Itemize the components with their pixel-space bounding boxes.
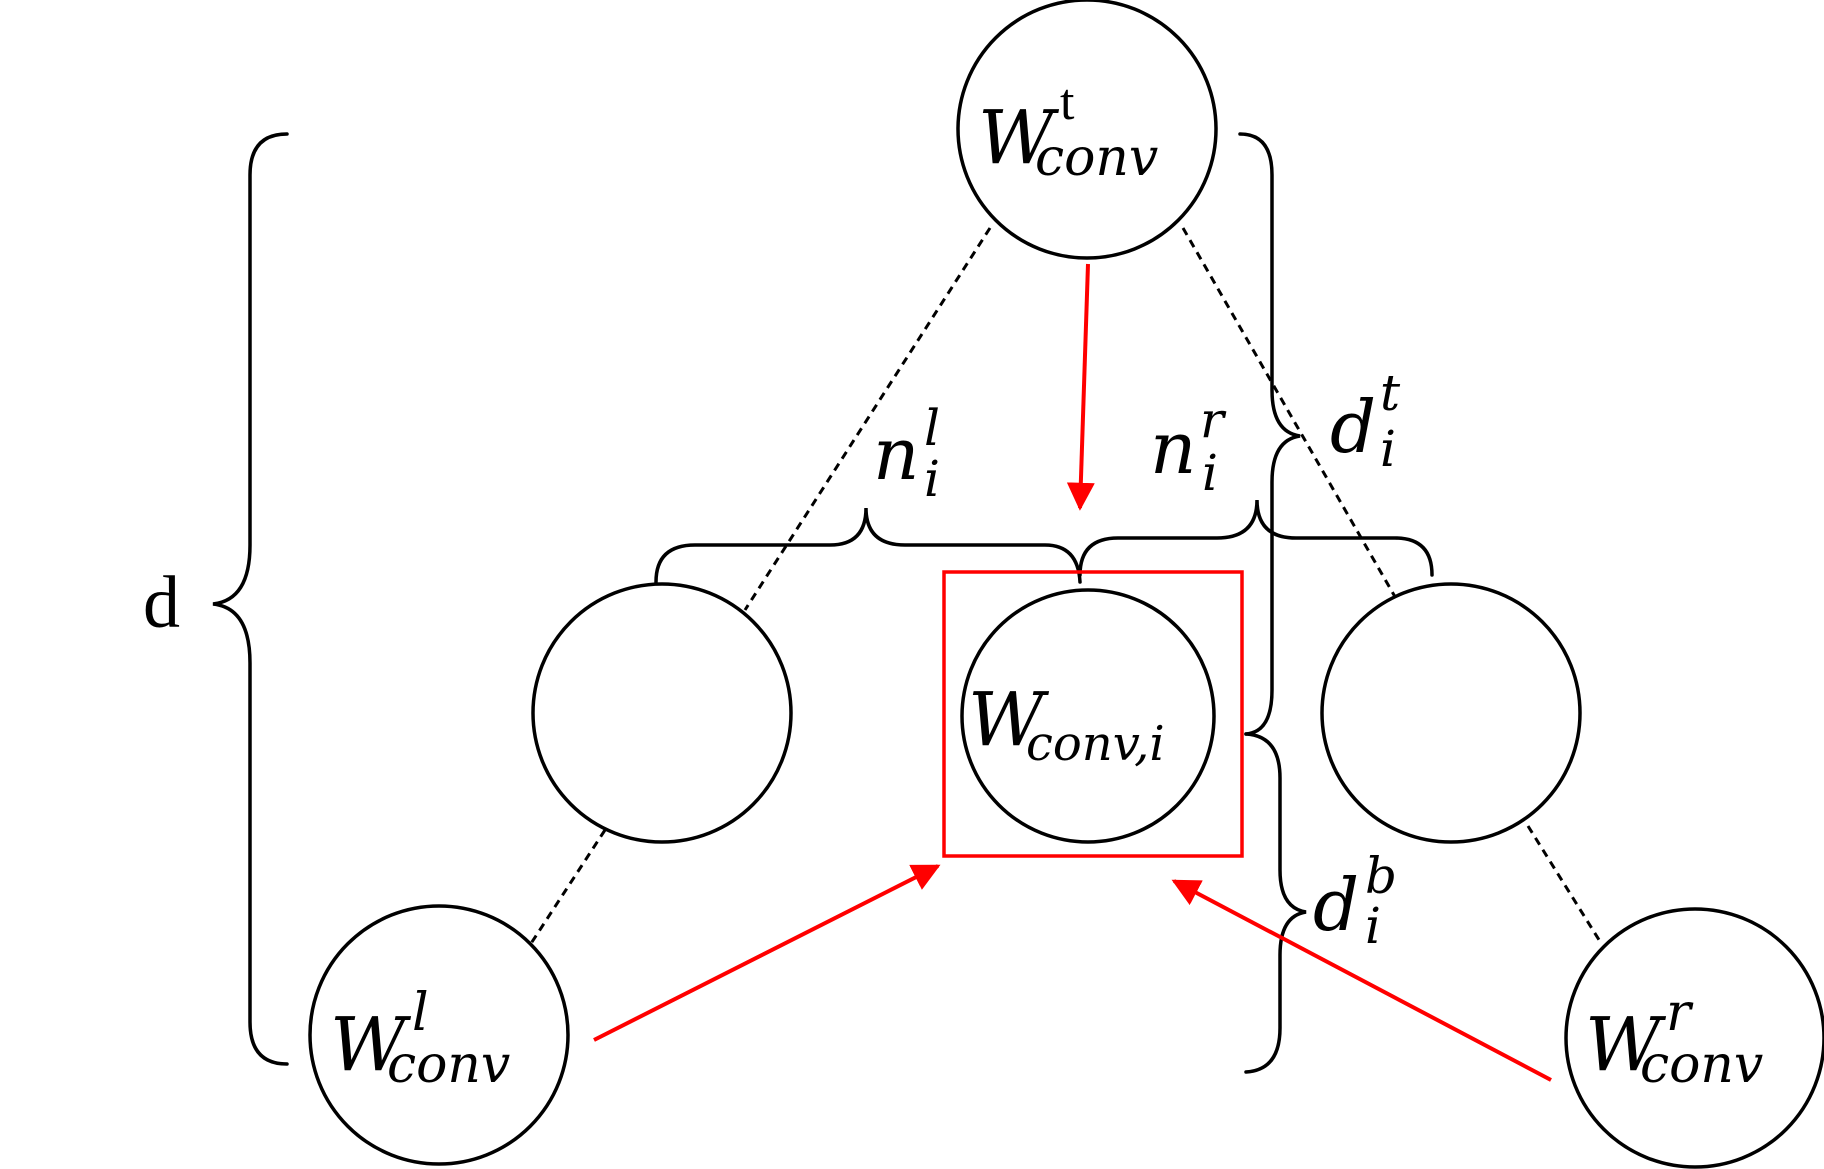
label-bottom-right-sup: r	[1666, 983, 1694, 1043]
node-center	[960, 588, 1216, 844]
label-top-sup: t	[1060, 74, 1075, 131]
node-bottom-right	[1564, 907, 1824, 1169]
label-n-right-sup: r	[1200, 391, 1227, 449]
arrow-bottom-left-to-center	[593, 864, 941, 1042]
node-bottom-left	[308, 904, 570, 1166]
arrow-bottom-right-to-center	[1171, 879, 1552, 1082]
label-n-left-sup: l	[924, 399, 940, 457]
label-center: W	[968, 677, 1050, 763]
label-top: W	[978, 95, 1060, 181]
depth-brace	[212, 132, 289, 1066]
label-top-sub: conv	[1035, 128, 1158, 188]
label-d-bottom: d	[1313, 863, 1359, 947]
label-depth: d	[143, 562, 180, 644]
node-top	[956, 0, 1218, 260]
label-d-top: d	[1330, 385, 1376, 469]
node-labels: W t conv W conv,i W l conv W r conv	[330, 74, 1763, 1095]
node-middle-left	[531, 582, 793, 844]
label-d-top-sub: i	[1380, 420, 1396, 478]
braces	[212, 132, 1434, 1074]
label-n-left: n	[873, 412, 919, 496]
nodes	[308, 0, 1824, 1169]
node-middle-right	[1320, 582, 1582, 844]
label-bottom-right-sub: conv	[1640, 1035, 1763, 1095]
label-n-left-sub: i	[924, 450, 940, 508]
label-n-right-sub: i	[1202, 444, 1218, 502]
label-d-top-sup: t	[1380, 364, 1401, 422]
highlight-box	[942, 570, 1244, 858]
dashed-left-to-bottom-left	[528, 829, 607, 946]
label-bottom-left-sup: l	[412, 983, 429, 1043]
d-bottom-brace	[1244, 732, 1307, 1074]
label-n-right: n	[1150, 406, 1196, 490]
dashed-right-to-bottom-right	[1526, 825, 1603, 944]
n-right-brace	[1078, 499, 1434, 577]
dashed-top-to-left	[743, 227, 992, 611]
n-left-brace	[654, 507, 1082, 584]
dashed-top-to-right	[1181, 227, 1400, 603]
red-arrows	[593, 263, 1552, 1082]
label-center-sub: conv,i	[1026, 716, 1165, 772]
label-bottom-left: W	[330, 1002, 412, 1088]
arrow-top-to-center	[1066, 263, 1095, 511]
measure-labels: d n l i n r i d t i d b i	[143, 364, 1401, 955]
label-d-bottom-sup: b	[1365, 847, 1397, 905]
label-bottom-left-sub: conv	[387, 1035, 510, 1095]
label-bottom-right: W	[1585, 1002, 1667, 1088]
label-d-bottom-sub: i	[1365, 897, 1381, 955]
d-top-brace	[1238, 132, 1301, 736]
